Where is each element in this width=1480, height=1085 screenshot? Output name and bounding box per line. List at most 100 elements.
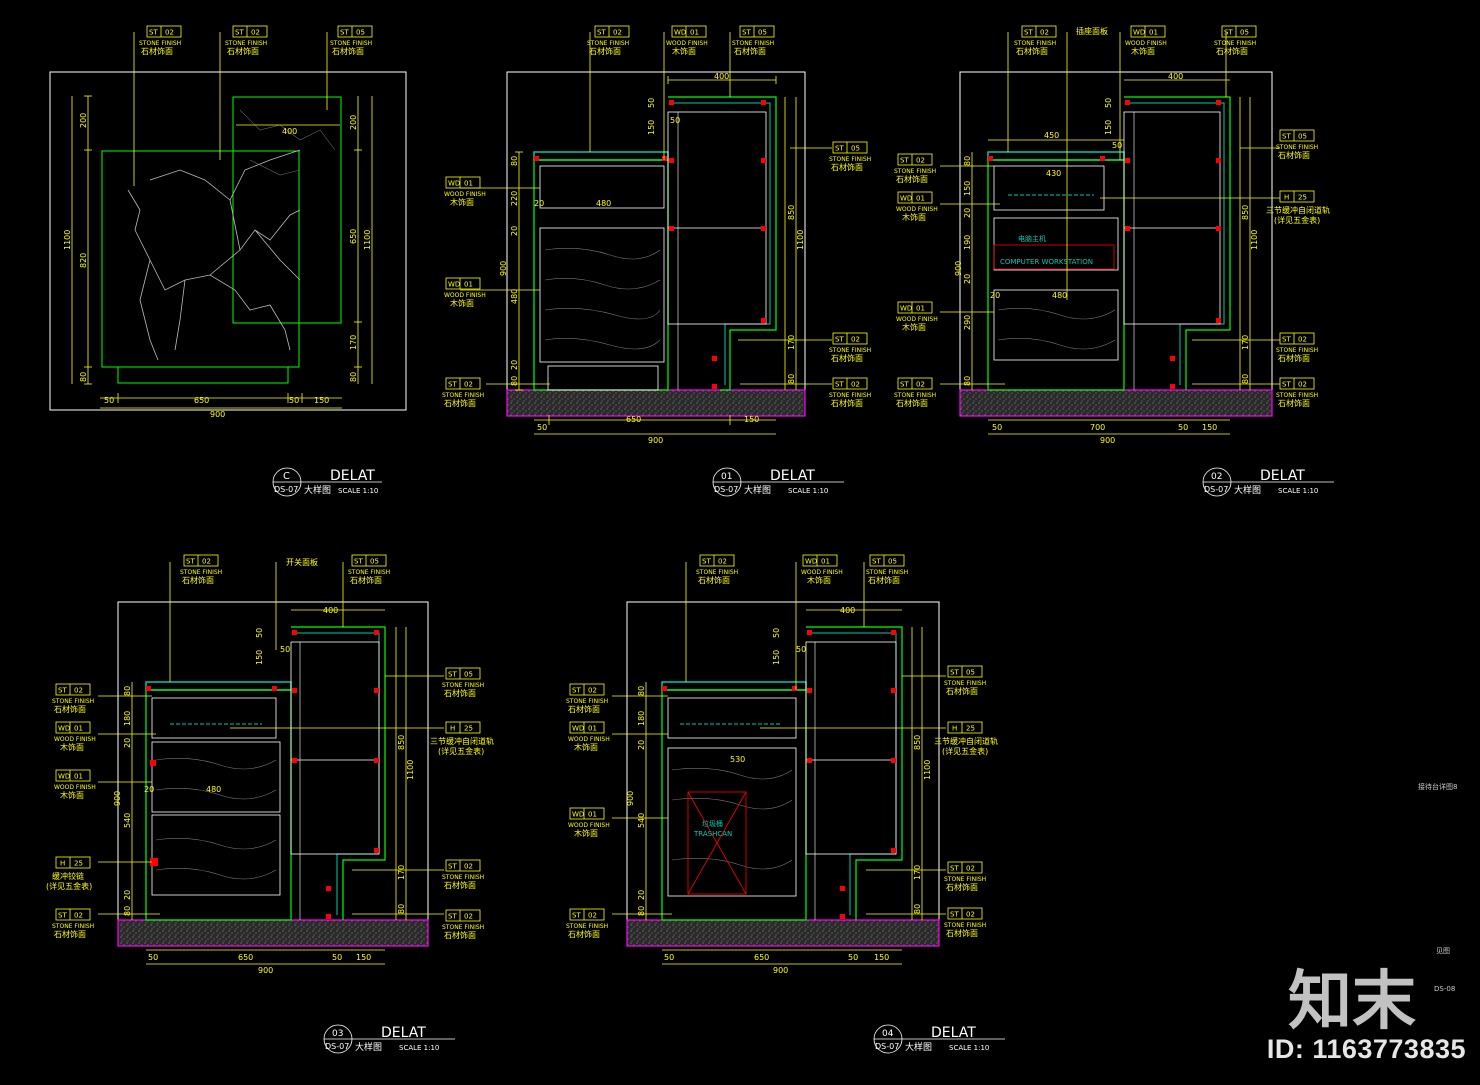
svg-text:STONE FINISH: STONE FINISH xyxy=(566,698,608,705)
svg-text:三节缓冲自闭道轨: 三节缓冲自闭道轨 xyxy=(1266,205,1330,215)
svg-text:150: 150 xyxy=(744,415,759,424)
detail-02: 电脑主机 COMPUTER WORKSTATION 400 450 50 150… xyxy=(894,25,1334,497)
svg-text:25: 25 xyxy=(74,860,83,868)
svg-text:H: H xyxy=(450,725,455,733)
svg-text:50: 50 xyxy=(255,628,264,638)
svg-text:50: 50 xyxy=(537,423,547,432)
svg-text:20: 20 xyxy=(534,199,544,208)
detail-04: 垃圾桶 TRASHCAN 400 50 150 50 80 180 20 540… xyxy=(566,554,1005,1054)
detail-03: 400 50 150 50 80 180 20 540 20 80 900 48… xyxy=(46,554,494,1054)
svg-text:石材饰面: 石材饰面 xyxy=(568,929,600,939)
svg-text:WOOD FINISH: WOOD FINISH xyxy=(896,206,938,213)
side-note: 见图 xyxy=(1436,947,1450,955)
svg-text:木饰面: 木饰面 xyxy=(1131,46,1155,56)
svg-text:WD: WD xyxy=(448,180,460,188)
svg-text:DS-07: DS-07 xyxy=(1204,485,1228,494)
svg-text:WOOD FINISH: WOOD FINISH xyxy=(1125,40,1167,47)
svg-text:石材饰面: 石材饰面 xyxy=(350,575,382,585)
svg-text:25: 25 xyxy=(966,725,975,733)
svg-text:ST: ST xyxy=(448,671,457,679)
svg-text:STONE FINISH: STONE FINISH xyxy=(330,40,372,47)
svg-text:WD: WD xyxy=(58,773,70,781)
svg-text:80: 80 xyxy=(637,686,646,696)
svg-text:50: 50 xyxy=(796,645,806,654)
svg-text:50: 50 xyxy=(647,98,656,108)
svg-text:石材饰面: 石材饰面 xyxy=(946,882,978,892)
svg-text:530: 530 xyxy=(730,755,745,764)
svg-text:150: 150 xyxy=(1202,423,1217,432)
svg-text:STONE FINISH: STONE FINISH xyxy=(1276,347,1318,354)
svg-text:50: 50 xyxy=(664,953,674,962)
svg-text:80: 80 xyxy=(510,376,519,386)
svg-text:SCALE 1:10: SCALE 1:10 xyxy=(338,487,378,495)
svg-text:缓冲铰链: 缓冲铰链 xyxy=(52,871,84,881)
svg-text:TRASHCAN: TRASHCAN xyxy=(693,830,732,838)
svg-text:900: 900 xyxy=(1100,436,1115,445)
svg-text:02: 02 xyxy=(1040,29,1049,37)
svg-text:02: 02 xyxy=(588,687,597,695)
svg-text:650: 650 xyxy=(754,953,769,962)
svg-text:170: 170 xyxy=(913,865,922,880)
svg-text:80: 80 xyxy=(963,156,972,166)
svg-text:ST: ST xyxy=(1282,336,1291,344)
svg-text:ST: ST xyxy=(58,687,67,695)
svg-text:STONE FINISH: STONE FINISH xyxy=(894,392,936,399)
svg-text:DELAT: DELAT xyxy=(770,468,815,484)
svg-text:STONE FINISH: STONE FINISH xyxy=(442,392,484,399)
detail-title: 01 DS-07 DELAT 大样图 SCALE 1:10 xyxy=(712,467,844,497)
svg-text:木饰面: 木饰面 xyxy=(672,46,696,56)
svg-text:ST: ST xyxy=(1282,381,1291,389)
svg-text:石材饰面: 石材饰面 xyxy=(1016,46,1048,56)
svg-text:650: 650 xyxy=(194,396,209,405)
svg-text:01: 01 xyxy=(464,180,473,188)
svg-text:电脑主机: 电脑主机 xyxy=(1018,234,1046,243)
svg-text:ST: ST xyxy=(58,912,67,920)
svg-text:ST: ST xyxy=(597,29,606,37)
svg-text:50: 50 xyxy=(1178,423,1188,432)
svg-text:垃圾桶: 垃圾桶 xyxy=(702,819,723,828)
svg-text:02: 02 xyxy=(464,863,473,871)
svg-text:150: 150 xyxy=(314,396,329,405)
svg-text:WD: WD xyxy=(900,305,912,313)
svg-text:石材饰面: 石材饰面 xyxy=(568,704,600,714)
svg-text:02: 02 xyxy=(251,29,260,37)
svg-text:170: 170 xyxy=(1241,335,1250,350)
svg-text:石材饰面: 石材饰面 xyxy=(444,688,476,698)
detail-c-dims: 400 200 820 80 1100 200 650 170 80 1100 … xyxy=(63,113,372,419)
svg-text:ST: ST xyxy=(702,558,711,566)
svg-text:80: 80 xyxy=(1241,374,1250,384)
svg-text:石材饰面: 石材饰面 xyxy=(868,575,900,585)
svg-text:ST: ST xyxy=(900,157,909,165)
svg-text:05: 05 xyxy=(464,671,473,679)
svg-text:20: 20 xyxy=(637,890,646,900)
svg-text:DELAT: DELAT xyxy=(330,468,375,484)
svg-text:WOOD FINISH: WOOD FINISH xyxy=(444,191,486,198)
svg-text:WD: WD xyxy=(805,558,817,566)
svg-text:STONE FINISH: STONE FINISH xyxy=(829,156,871,163)
svg-text:25: 25 xyxy=(464,725,473,733)
svg-text:05: 05 xyxy=(370,558,379,566)
svg-text:石材饰面: 石材饰面 xyxy=(698,575,730,585)
detail-title: C DS-07 DELAT 大样图 SCALE 1:10 xyxy=(272,467,382,497)
svg-text:50: 50 xyxy=(332,953,342,962)
svg-text:04: 04 xyxy=(882,1029,894,1039)
svg-text:02: 02 xyxy=(916,381,925,389)
svg-text:170: 170 xyxy=(787,335,796,350)
svg-text:石材饰面: 石材饰面 xyxy=(1278,398,1310,408)
detail-c: 400 200 820 80 1100 200 650 170 80 1100 … xyxy=(49,25,407,497)
svg-text:170: 170 xyxy=(397,865,406,880)
svg-text:石材饰面: 石材饰面 xyxy=(831,162,863,172)
svg-text:石材饰面: 石材饰面 xyxy=(831,353,863,363)
svg-text:ST: ST xyxy=(448,381,457,389)
svg-text:820: 820 xyxy=(79,253,88,268)
